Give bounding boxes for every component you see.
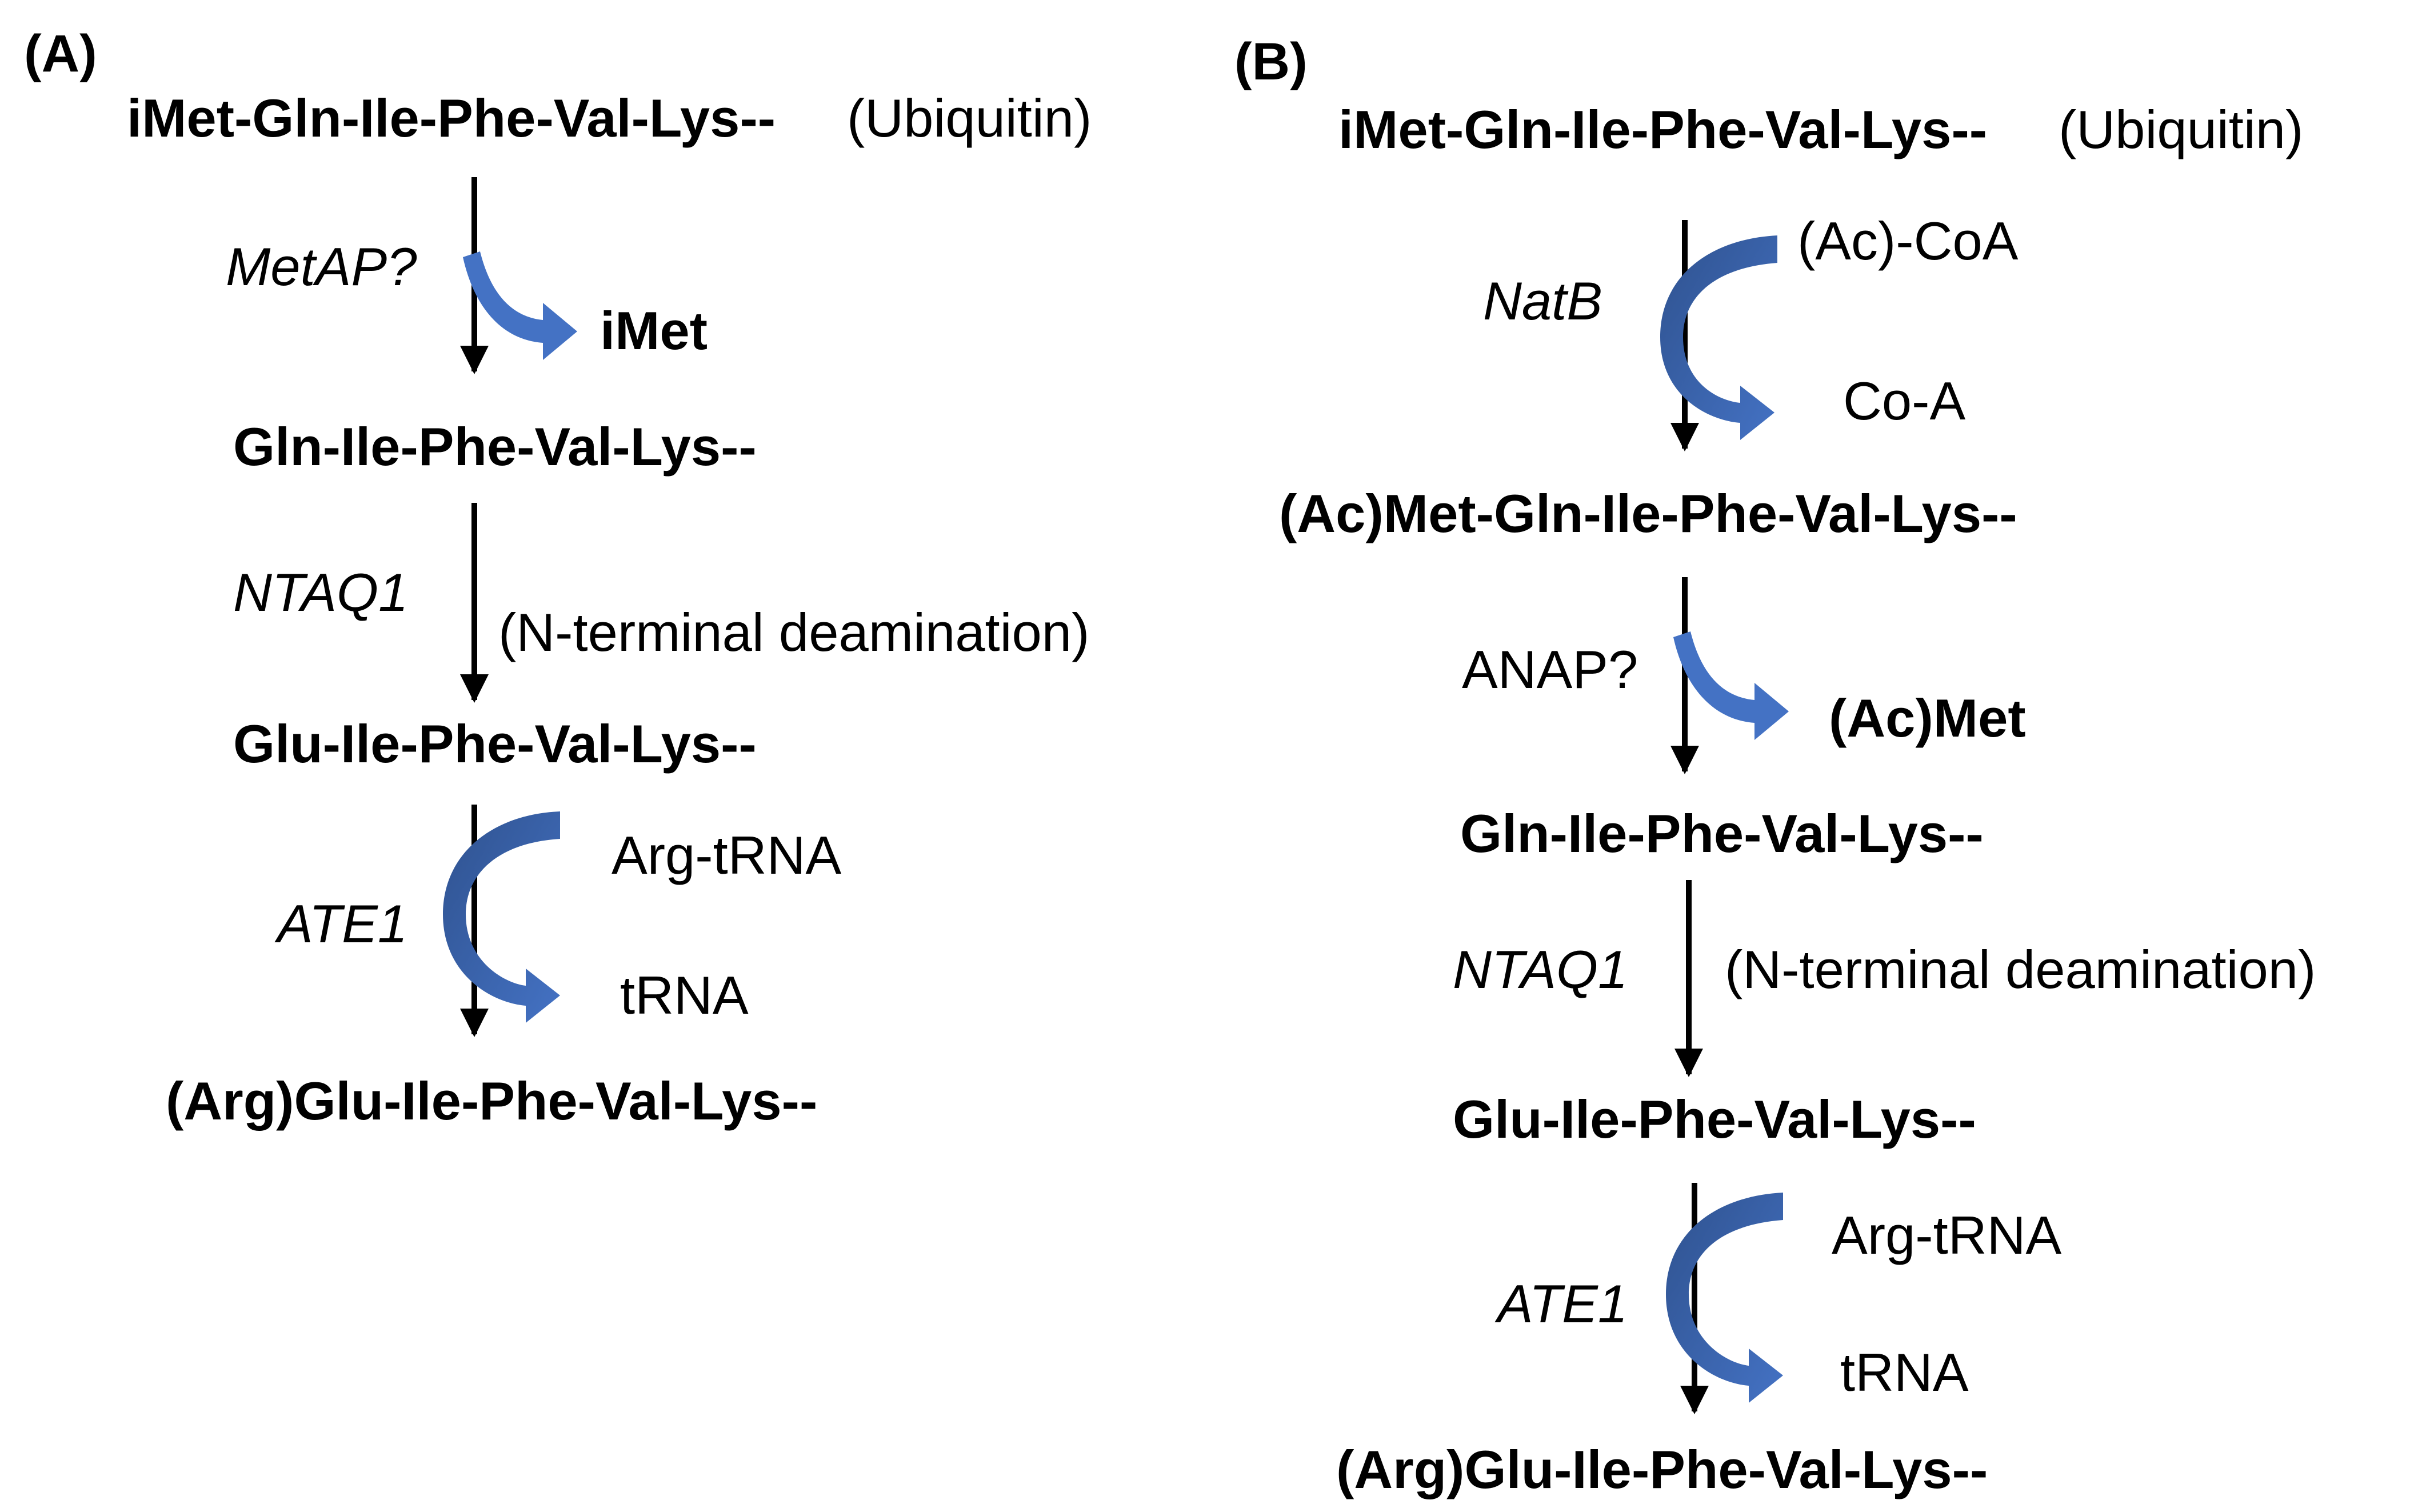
a-seq-start-note: (Ubiquitin) <box>847 88 1092 148</box>
a-seq-start: iMet-Gln-Ile-Phe-Val-Lys-- <box>127 88 776 148</box>
a-release-arrow-imet <box>463 251 577 360</box>
b-seq-start: iMet-Gln-Ile-Phe-Val-Lys-- <box>1338 99 1988 159</box>
a-enzyme-ate1: ATE1 <box>277 894 408 954</box>
a-released-imet: iMet <box>600 301 708 361</box>
b-enzyme-anap: ANAP? <box>1462 639 1638 699</box>
b-enzyme-natb: NatB <box>1483 271 1602 331</box>
b-seq-2: (Ac)Met-Gln-Ile-Phe-Val-Lys-- <box>1279 483 2017 543</box>
b-release-arrow-acmet <box>1673 631 1789 740</box>
b-substrate-arg-trna: Arg-tRNA <box>1832 1205 2062 1265</box>
b-note-deamination: (N-terminal deamination) <box>1725 939 2316 999</box>
b-seq-start-note: (Ubiquitin) <box>2059 99 2304 159</box>
panel-b-label: (B) <box>1234 33 1308 91</box>
b-enzyme-ate1: ATE1 <box>1497 1274 1628 1334</box>
a-exchange-arrow-ate1 <box>443 811 560 1023</box>
a-seq-end: (Arg)Glu-Ile-Phe-Val-Lys-- <box>166 1071 818 1131</box>
panel-a-label: (A) <box>24 25 97 83</box>
a-seq-2: Gln-Ile-Phe-Val-Lys-- <box>233 417 757 477</box>
a-note-deamination: (N-terminal deamination) <box>498 602 1090 662</box>
b-exchange-arrow-natb <box>1660 235 1777 440</box>
b-seq-4: Glu-Ile-Phe-Val-Lys-- <box>1453 1089 1976 1149</box>
b-product-trna: tRNA <box>1840 1342 1969 1402</box>
b-seq-3: Gln-Ile-Phe-Val-Lys-- <box>1460 803 1984 863</box>
a-seq-3: Glu-Ile-Phe-Val-Lys-- <box>233 714 757 774</box>
a-enzyme-metap: MetAP? <box>226 237 417 297</box>
a-product-trna: tRNA <box>620 965 749 1025</box>
a-enzyme-ntaq1: NTAQ1 <box>233 562 409 622</box>
b-exchange-arrow-ate1 <box>1666 1193 1783 1403</box>
a-substrate-arg-trna: Arg-tRNA <box>612 825 842 885</box>
b-released-acmet: (Ac)Met <box>1829 688 2026 748</box>
b-substrate-ac-coa: (Ac)-CoA <box>1797 211 2019 271</box>
b-seq-end: (Arg)Glu-Ile-Phe-Val-Lys-- <box>1336 1439 1988 1499</box>
b-product-co-a: Co-A <box>1843 371 1966 431</box>
b-enzyme-ntaq1: NTAQ1 <box>1453 939 1628 999</box>
